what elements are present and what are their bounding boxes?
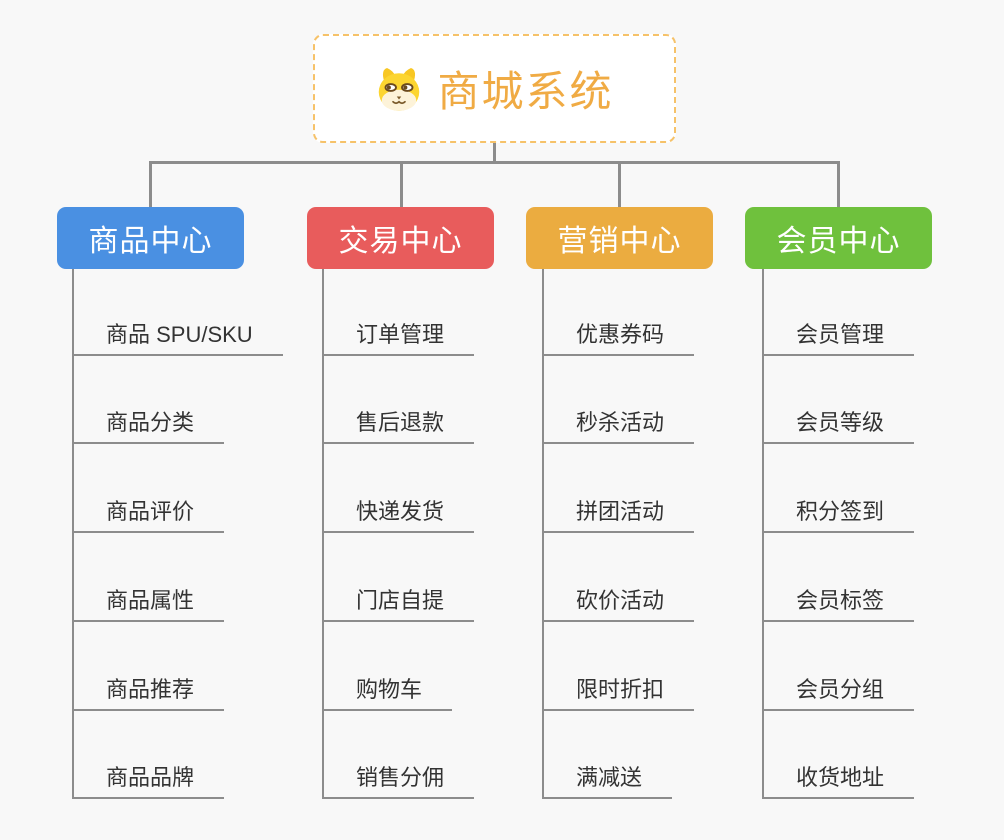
sub-item-product-spu-sku[interactable]: 商品 SPU/SKU — [72, 322, 283, 356]
sub-item-product-review[interactable]: 商品评价 — [72, 499, 225, 533]
sub-item-product-category[interactable]: 商品分类 — [72, 410, 225, 444]
sub-item-store-pickup[interactable]: 门店自提 — [322, 588, 475, 622]
connector-stub-product — [149, 161, 152, 207]
sub-item-member-level[interactable]: 会员等级 — [762, 410, 915, 444]
sub-item-bargain-activity[interactable]: 砍价活动 — [542, 588, 695, 622]
sub-item-aftersale-refund[interactable]: 售后退款 — [322, 410, 475, 444]
sub-item-shopping-cart[interactable]: 购物车 — [322, 677, 453, 711]
branch-product-center[interactable]: 商品中心 — [57, 207, 244, 269]
sub-item-points-checkin[interactable]: 积分签到 — [762, 499, 915, 533]
branch-member-center[interactable]: 会员中心 — [745, 207, 932, 269]
sub-item-product-recommend[interactable]: 商品推荐 — [72, 677, 225, 711]
sub-item-member-group[interactable]: 会员分组 — [762, 677, 915, 711]
trunk-line-trade — [322, 269, 324, 799]
sub-item-coupon-code[interactable]: 优惠券码 — [542, 322, 695, 356]
branch-trade-center[interactable]: 交易中心 — [307, 207, 494, 269]
trunk-line-member — [762, 269, 764, 799]
connector-stub-marketing — [618, 161, 621, 207]
connector-root-stem — [493, 143, 496, 163]
connector-horizontal-bar — [149, 161, 840, 164]
connector-stub-trade — [400, 161, 403, 207]
sub-item-order-management[interactable]: 订单管理 — [322, 322, 475, 356]
sub-item-product-brand[interactable]: 商品品牌 — [72, 765, 225, 799]
sub-item-member-management[interactable]: 会员管理 — [762, 322, 915, 356]
sub-item-shipping-address[interactable]: 收货地址 — [762, 765, 915, 799]
trunk-line-marketing — [542, 269, 544, 799]
root-node[interactable]: 商城系统 — [313, 34, 676, 143]
sub-item-limited-discount[interactable]: 限时折扣 — [542, 677, 695, 711]
sub-item-member-tag[interactable]: 会员标签 — [762, 588, 915, 622]
sub-item-sales-commission[interactable]: 销售分佣 — [322, 765, 475, 799]
sub-item-flash-sale[interactable]: 秒杀活动 — [542, 410, 695, 444]
doge-icon — [375, 65, 423, 113]
connector-stub-member — [837, 161, 840, 207]
sub-item-group-buy[interactable]: 拼团活动 — [542, 499, 695, 533]
sub-item-product-attribute[interactable]: 商品属性 — [72, 588, 225, 622]
sub-item-express-delivery[interactable]: 快递发货 — [322, 499, 475, 533]
sub-item-full-reduction[interactable]: 满减送 — [542, 765, 673, 799]
branch-marketing-center[interactable]: 营销中心 — [526, 207, 713, 269]
trunk-line-product — [72, 269, 74, 799]
root-title: 商城系统 — [437, 68, 614, 115]
